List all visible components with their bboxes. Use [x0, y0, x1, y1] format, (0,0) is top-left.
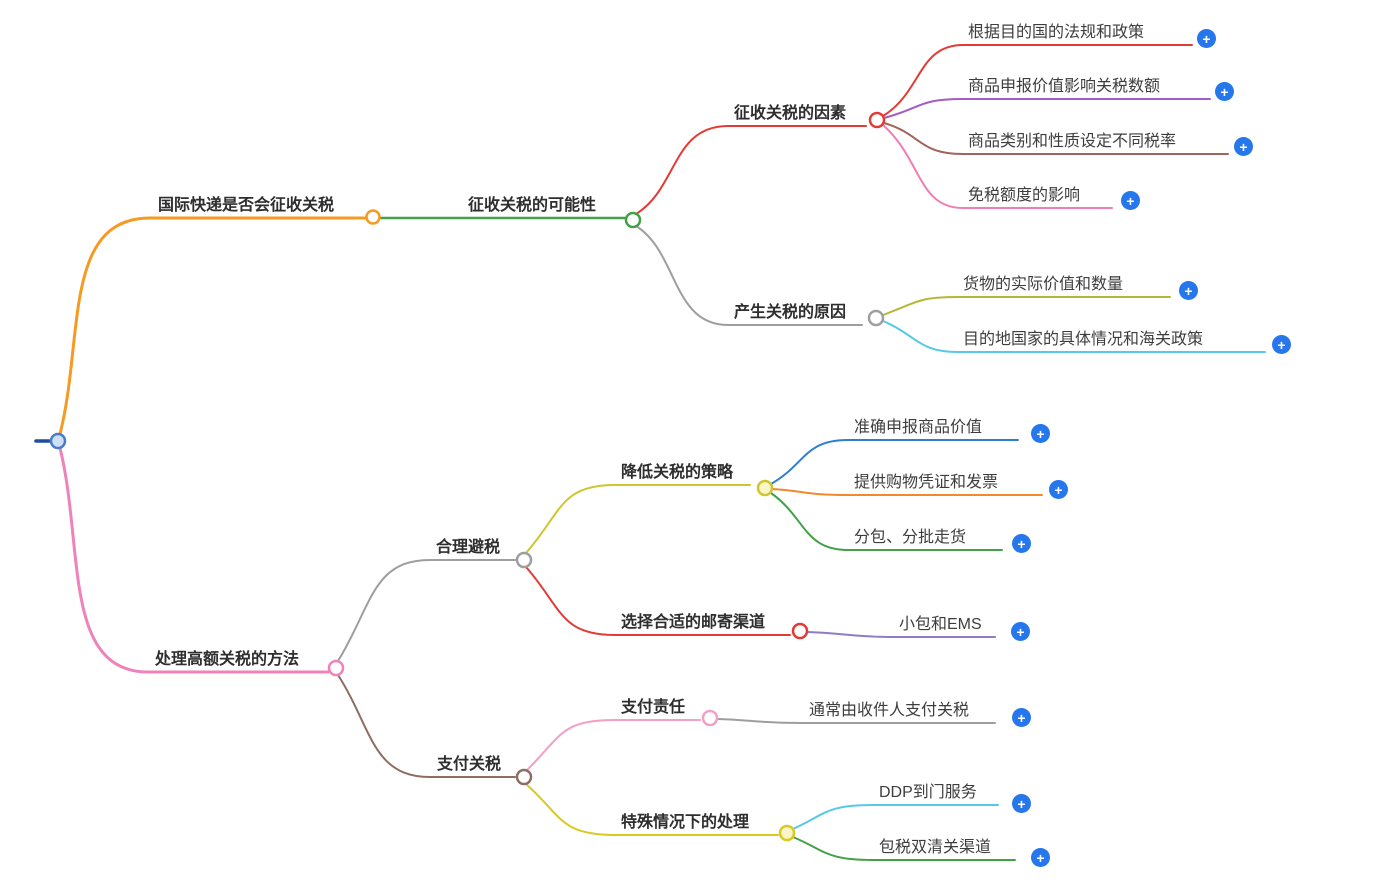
node-toggle-dot[interactable] [515, 768, 533, 786]
plus-icon: + [1017, 535, 1026, 552]
node-small-packet-and-ems[interactable]: 小包和EMS [899, 616, 982, 633]
branch-line [883, 98, 1211, 119]
branch-line [770, 492, 1003, 551]
node-factors-of-customs-duty[interactable]: 征收关税的因素 [734, 105, 847, 122]
plus-icon: + [1036, 849, 1045, 866]
plus-icon: + [1126, 192, 1135, 209]
add-child-button[interactable]: + [1121, 191, 1140, 210]
node-actual-value-and-quantity[interactable]: 货物的实际价值和数量 [963, 276, 1124, 293]
node-destination-country-regulations[interactable]: 根据目的国的法规和政策 [968, 24, 1145, 41]
node-toggle-dot[interactable] [756, 479, 774, 497]
plus-icon: + [1017, 709, 1026, 726]
add-child-button[interactable]: + [1197, 29, 1216, 48]
branch-line [883, 122, 1229, 155]
add-child-button[interactable]: + [1012, 708, 1031, 727]
branch-line [792, 804, 999, 830]
branch-line [525, 783, 779, 836]
node-toggle-dot[interactable] [365, 209, 381, 225]
branch-line [525, 566, 791, 636]
node-strategies-to-reduce-duty[interactable]: 降低关税的策略 [621, 464, 734, 481]
plus-icon: + [1220, 83, 1229, 100]
node-toggle-dot[interactable] [791, 622, 809, 640]
node-accurate-declaration[interactable]: 准确申报商品价值 [854, 419, 983, 436]
branch-line [635, 225, 863, 326]
node-toggle-dot[interactable] [327, 659, 345, 677]
node-toggle-dot[interactable] [867, 309, 885, 327]
branch-line [882, 320, 1266, 353]
node-recipient-pays-duty[interactable]: 通常由收件人支付关税 [809, 702, 970, 719]
plus-icon: + [1277, 336, 1286, 353]
node-pay-customs-duty[interactable]: 支付关税 [437, 756, 502, 773]
plus-icon: + [1202, 30, 1211, 47]
branch-line [806, 631, 996, 638]
node-toggle-dot[interactable] [778, 824, 796, 842]
node-reasonable-tax-avoidance[interactable]: 合理避税 [436, 539, 501, 556]
add-child-button[interactable]: + [1049, 480, 1068, 499]
branch-line [58, 216, 367, 436]
branch-line [525, 719, 701, 772]
node-toggle-dot[interactable] [868, 111, 886, 129]
node-toggle-dot[interactable] [701, 709, 719, 727]
plus-icon: + [1036, 425, 1045, 442]
add-child-button[interactable]: + [1234, 137, 1253, 156]
branch-line [771, 488, 1043, 496]
branch-line [792, 836, 1016, 861]
node-provide-receipts-invoices[interactable]: 提供购物凭证和发票 [854, 474, 999, 491]
add-child-button[interactable]: + [1031, 848, 1050, 867]
node-tax-included-channel[interactable]: 包税双清关渠道 [879, 839, 992, 856]
node-toggle-dot[interactable] [515, 551, 533, 569]
root-node-dot[interactable] [49, 432, 67, 450]
branch-line [882, 124, 1113, 209]
branch-line [882, 44, 1193, 117]
node-category-sets-tax-rate[interactable]: 商品类别和性质设定不同税率 [968, 133, 1177, 150]
add-child-button[interactable]: + [1012, 794, 1031, 813]
node-methods-to-handle-high-duty[interactable]: 处理高额关税的方法 [155, 651, 300, 668]
node-split-shipments[interactable]: 分包、分批走货 [854, 529, 967, 546]
branch-line [337, 674, 516, 778]
plus-icon: + [1184, 282, 1193, 299]
branch-line [525, 484, 751, 554]
node-payment-responsibility[interactable]: 支付责任 [621, 699, 686, 716]
plus-icon: + [1017, 795, 1026, 812]
node-possibility-of-customs-duty[interactable]: 征收关税的可能性 [468, 197, 597, 214]
branch-line [58, 446, 330, 674]
plus-icon: + [1239, 138, 1248, 155]
node-reasons-for-customs-duty[interactable]: 产生关税的原因 [734, 304, 847, 321]
node-choose-mailing-channel[interactable]: 选择合适的邮寄渠道 [621, 614, 766, 631]
node-special-case-handling[interactable]: 特殊情况下的处理 [621, 814, 750, 831]
add-child-button[interactable]: + [1215, 82, 1234, 101]
plus-icon: + [1016, 623, 1025, 640]
branch-line [882, 296, 1171, 316]
branch-line [337, 559, 518, 662]
add-child-button[interactable]: + [1012, 534, 1031, 553]
add-child-button[interactable]: + [1272, 335, 1291, 354]
add-child-button[interactable]: + [1011, 622, 1030, 641]
node-ddp-door-service[interactable]: DDP到门服务 [879, 784, 977, 801]
node-declared-value-affects-duty[interactable]: 商品申报价值影响关税数额 [968, 78, 1161, 95]
node-duty-free-allowance-impact[interactable]: 免税额度的影响 [968, 187, 1081, 204]
add-child-button[interactable]: + [1179, 281, 1198, 300]
branch-line [716, 718, 996, 724]
node-will-international-express-be-taxed[interactable]: 国际快递是否会征收关税 [158, 197, 335, 214]
node-toggle-dot[interactable] [624, 211, 642, 229]
branch-line [770, 439, 1019, 485]
add-child-button[interactable]: + [1031, 424, 1050, 443]
node-destination-situation-and-policy[interactable]: 目的地国家的具体情况和海关政策 [963, 331, 1204, 348]
plus-icon: + [1054, 481, 1063, 498]
branch-line [635, 125, 867, 215]
